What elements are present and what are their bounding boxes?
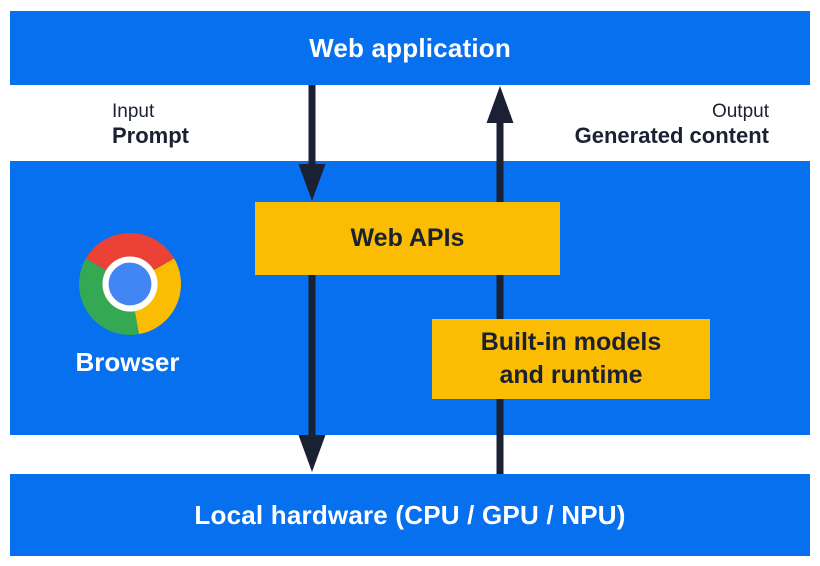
web-application-band: Web application: [10, 11, 810, 85]
built-in-models-line1: Built-in models: [480, 328, 662, 356]
input-caption: Input: [112, 101, 155, 122]
input-value-prompt: Prompt: [112, 123, 189, 148]
output-flow-label: Output Generated content: [575, 100, 769, 149]
input-flow-label: Input Prompt: [112, 100, 189, 149]
web-apis-label: Web APIs: [350, 224, 465, 252]
chrome-blue-center: [108, 262, 152, 306]
browser-label: Browser: [75, 347, 180, 377]
web-apis-box: Web APIs: [255, 202, 560, 275]
built-in-models-line2: and runtime: [499, 361, 643, 389]
output-value-generated-content: Generated content: [574, 123, 769, 148]
web-application-label: Web application: [309, 32, 511, 63]
local-hardware-band: Local hardware (CPU / GPU / NPU): [10, 474, 810, 556]
built-in-models-box: Built-in models and runtime: [432, 319, 710, 399]
local-hardware-label: Local hardware (CPU / GPU / NPU): [194, 499, 626, 530]
output-caption: Output: [711, 101, 769, 122]
chrome-logo-icon: [79, 233, 181, 335]
